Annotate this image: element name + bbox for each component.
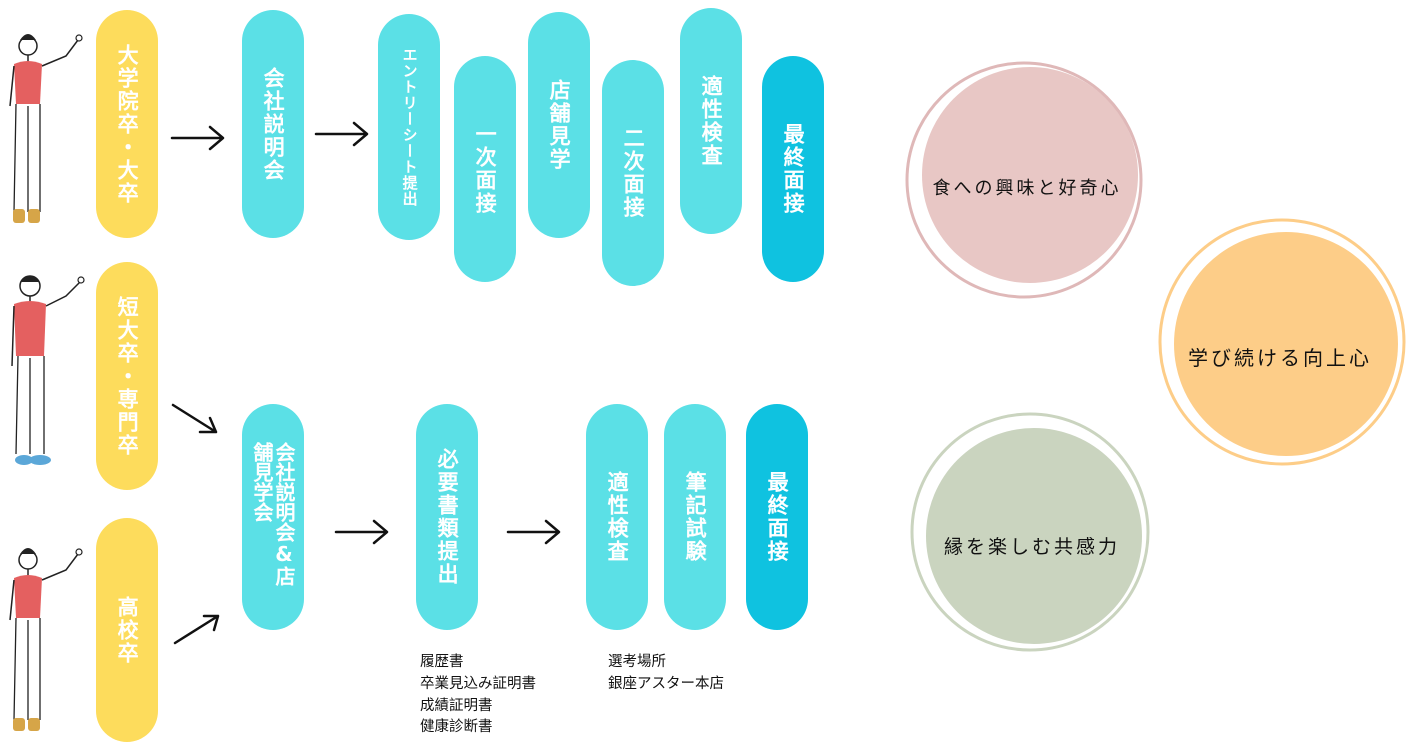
step-store-visit: 店舗見学 — [528, 12, 590, 238]
documents-note: 履歴書 卒業見込み証明書 成績証明書 健康診断書 — [420, 654, 536, 736]
arrow-right-icon — [314, 121, 369, 147]
step-label: 二次面接 — [621, 127, 646, 219]
step-label: 店舗見学 — [547, 79, 572, 171]
step-entry-sheet: エントリーシート提出 — [378, 14, 440, 240]
step-label: 会社説明会 — [261, 66, 286, 182]
step-label: 会社説明会&店舗見学会 — [250, 442, 296, 586]
person-illustration-college — [11, 275, 85, 465]
arrow-right-icon — [170, 125, 225, 151]
person-illustration-graduate — [9, 34, 83, 223]
step-final-interview: 最終面接 — [762, 56, 824, 282]
circle-shape — [905, 61, 1143, 299]
arrow-up-right-icon — [173, 614, 220, 645]
step-final-interview-shared: 最終面接 — [746, 404, 808, 630]
step-company-briefing: 会社説明会 — [242, 10, 304, 238]
step-label: 最終面接 — [781, 123, 806, 215]
step-aptitude-test: 適性検査 — [680, 8, 742, 234]
circle-shape — [1158, 218, 1406, 466]
circle-shape — [910, 412, 1150, 652]
arrow-down-right-icon — [171, 403, 218, 434]
quality-label: 学び続ける向上心 — [1188, 346, 1372, 370]
quality-circle-curiosity: 食への興味と好奇心 — [900, 50, 1154, 304]
quality-label: 縁を楽しむ共感力 — [943, 536, 1120, 558]
quality-circle-empathy: 縁を楽しむ共感力 — [906, 404, 1158, 662]
arrow-right-icon — [334, 519, 389, 545]
step-label: 適性検査 — [699, 75, 724, 167]
step-label: 一次面接 — [473, 123, 498, 215]
step-second-interview: 二次面接 — [602, 60, 664, 286]
step-document-submission: 必要書類提出 — [416, 404, 478, 630]
quality-label: 食への興味と好奇心 — [932, 178, 1122, 199]
step-label: エントリーシート提出 — [400, 47, 419, 207]
step-label: 最終面接 — [765, 471, 790, 563]
location-note: 選考場所 銀座アスター本店 — [608, 654, 724, 692]
category-highschool-label: 高校卒 — [115, 595, 140, 665]
arrow-right-icon — [506, 519, 561, 545]
step-first-interview: 一次面接 — [454, 56, 516, 282]
step-label: 適性検査 — [605, 471, 630, 563]
category-college: 短大卒・専門卒 — [96, 262, 158, 490]
category-highschool: 高校卒 — [96, 518, 158, 742]
step-label: 筆記試験 — [683, 471, 708, 563]
step-written-exam: 筆記試験 — [664, 404, 726, 630]
person-illustration-highschool — [9, 548, 83, 731]
quality-circle-learning: 学び続ける向上心 — [1154, 214, 1406, 472]
step-briefing-and-store-visit: 会社説明会&店舗見学会 — [242, 404, 304, 630]
category-graduate: 大学院卒・大卒 — [96, 10, 158, 238]
category-graduate-label: 大学院卒・大卒 — [115, 43, 140, 205]
category-college-label: 短大卒・専門卒 — [115, 295, 140, 457]
step-label: 必要書類提出 — [435, 448, 460, 586]
step-aptitude-test-shared: 適性検査 — [586, 404, 648, 630]
